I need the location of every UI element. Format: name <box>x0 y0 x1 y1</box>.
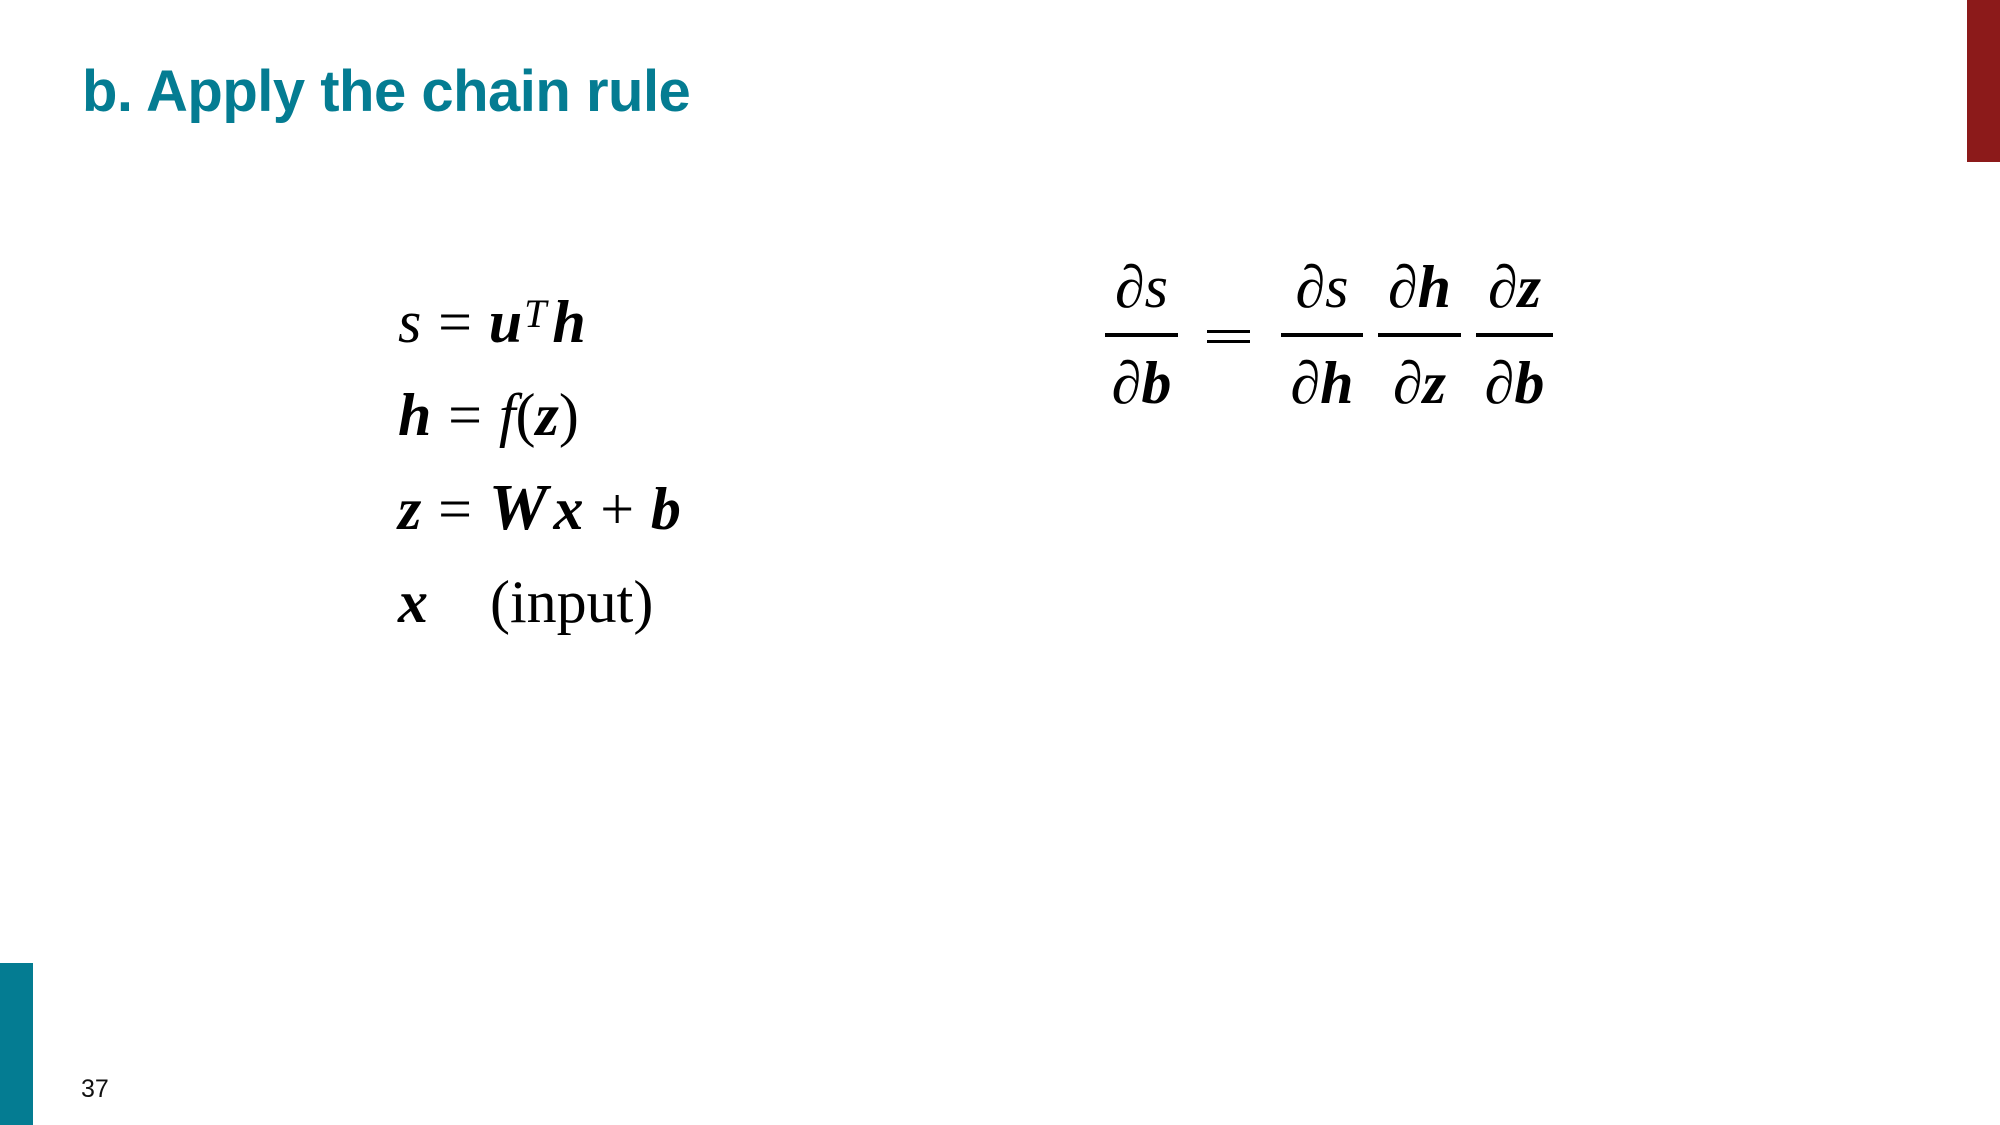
equals-sign: = <box>438 476 472 542</box>
vector-b: b <box>1141 350 1172 416</box>
vector-z: z <box>1517 254 1541 320</box>
matrix-W: W <box>488 471 548 544</box>
vector-b: b <box>1514 350 1545 416</box>
equation-x: x (input) <box>398 572 653 632</box>
equals-sign: = <box>438 289 472 355</box>
vector-x: x <box>398 569 428 635</box>
var-s: s <box>398 289 422 355</box>
accent-bar-bottom-left <box>0 963 33 1125</box>
slide-title: b. Apply the chain rule <box>82 59 691 124</box>
partial-symbol: ∂ <box>1290 350 1321 416</box>
fraction-bar <box>1281 333 1363 337</box>
vector-u: u <box>488 289 523 355</box>
equals-sign <box>1207 330 1250 343</box>
equation-h: h=f(z) <box>398 385 579 445</box>
fraction-dh-dz: ∂h ∂z <box>1378 255 1461 415</box>
vector-z: z <box>1422 350 1446 416</box>
paren-close: ) <box>558 382 579 448</box>
transpose-superscript: T <box>524 291 547 336</box>
vector-h: h <box>1320 350 1354 416</box>
partial-symbol: ∂ <box>1484 350 1515 416</box>
fraction-ds-db: ∂s ∂b <box>1105 255 1178 415</box>
var-s: s <box>1325 254 1349 320</box>
equals-sign: = <box>448 382 483 448</box>
fraction-ds-dh: ∂s ∂h <box>1281 255 1363 415</box>
vector-z: z <box>535 382 559 448</box>
fraction-bar <box>1105 333 1178 337</box>
fraction-bar <box>1476 333 1553 337</box>
partial-symbol: ∂ <box>1111 350 1142 416</box>
function-f: f <box>498 382 516 448</box>
partial-symbol: ∂ <box>1487 254 1518 320</box>
paren-open: ( <box>515 382 536 448</box>
accent-bar-top-right <box>1967 0 2000 162</box>
page-number: 37 <box>81 1075 109 1103</box>
partial-symbol: ∂ <box>1114 254 1145 320</box>
fraction-bar <box>1378 333 1461 337</box>
vector-b: b <box>650 476 681 542</box>
vector-x: x <box>553 476 584 542</box>
var-s: s <box>1144 254 1168 320</box>
vector-z: z <box>398 476 422 542</box>
partial-symbol: ∂ <box>1387 254 1418 320</box>
vector-h: h <box>398 382 432 448</box>
vector-h: h <box>1417 254 1452 320</box>
partial-symbol: ∂ <box>1392 350 1423 416</box>
input-note: (input) <box>490 569 654 635</box>
partial-symbol: ∂ <box>1295 254 1326 320</box>
vector-h: h <box>552 289 586 355</box>
plus-sign: + <box>600 476 635 542</box>
fraction-dz-db: ∂z ∂b <box>1476 255 1553 415</box>
